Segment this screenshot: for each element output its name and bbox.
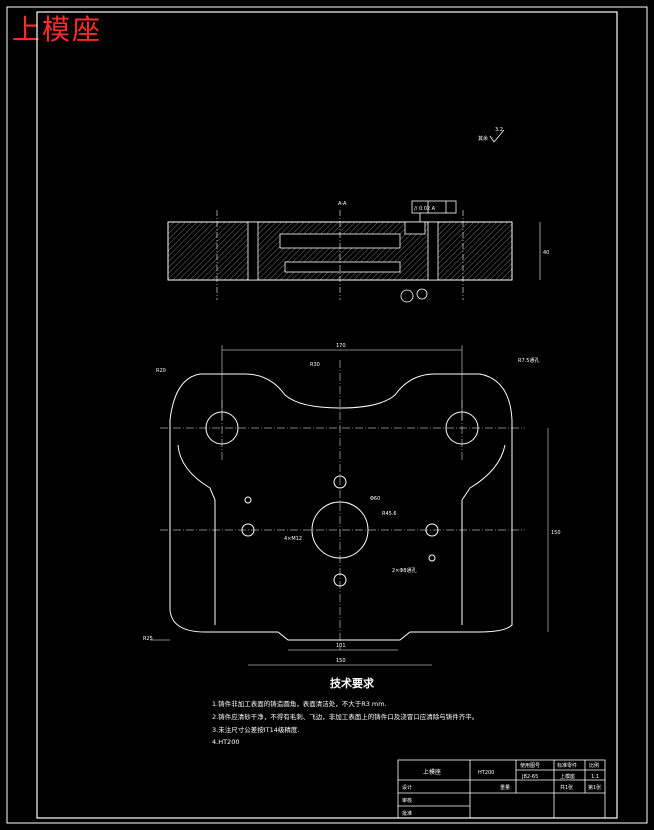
svg-text:// 0.02 A: // 0.02 A: [414, 206, 436, 212]
title-block: [397, 759, 606, 819]
dim-top-width: 170: [336, 343, 346, 349]
drawing-title: 上模座: [12, 13, 103, 46]
dim-radius-tl: R20: [156, 368, 166, 374]
dimension-lines: [150, 345, 549, 666]
tb-col3: 比例: [589, 762, 599, 769]
tech-line-3: 3.未注尺寸公差按IT14级精度.: [212, 725, 299, 734]
tb-approve: 批准: [402, 810, 412, 817]
datum-marker: [400, 289, 414, 303]
tb-weight: 重量: [500, 784, 510, 791]
plan-view: [169, 373, 513, 641]
section-view: 40: [167, 210, 549, 300]
tolerance-frame: // 0.02 A: [411, 200, 457, 222]
dim-bottom-width: 150: [336, 658, 346, 664]
dim-radius-bl: R25: [143, 636, 153, 642]
tb-check: 审核: [402, 797, 412, 804]
outer-border: [6, 6, 648, 824]
roughness-main: 3.2: [495, 127, 503, 133]
dim-thread: 4×M12: [284, 536, 302, 542]
dim-inner-radius: R45.6: [382, 511, 397, 517]
height-dim: 40: [543, 250, 549, 256]
dim-radius-tr: R7.5通孔: [518, 357, 539, 364]
dim-center-hole: Φ60: [370, 496, 380, 502]
tb-part-name: 上模座: [423, 768, 441, 776]
roughness-symbol: [489, 129, 505, 143]
dim-pin: 2×Φ8通孔: [392, 567, 417, 574]
tb-col2: 标准零件: [557, 762, 577, 769]
tb-sheets: 共1张: [560, 784, 573, 791]
tb-val1: JB2-65: [521, 774, 538, 780]
datum-marker-2: [416, 288, 428, 300]
surface-note: 其余: [478, 135, 488, 142]
tb-val2: 上模座: [560, 773, 575, 780]
tb-val3: 1:1: [591, 774, 599, 780]
tech-heading: 技术要求: [330, 676, 375, 690]
dim-height-right: 150: [551, 530, 561, 536]
dim-bottom-inner: 101: [336, 643, 346, 649]
tech-line-4: 4.HT200: [212, 738, 239, 746]
tb-design: 设计: [402, 784, 412, 791]
tb-col1: 使用图号: [520, 762, 540, 769]
inner-border: [36, 11, 618, 819]
tb-material: HT200: [478, 770, 494, 776]
section-mark: A-A: [338, 201, 347, 207]
tech-line-1: 1.铸件非加工表面的铸造圆角，表面清洁处，不大于R3 mm.: [212, 699, 387, 708]
dim-arc: R30: [310, 362, 320, 368]
tb-sheet-no: 第1张: [588, 784, 601, 791]
tech-line-2: 2.铸件应清砂干净，不得有毛刺、飞边，非加工表面上的铸件口及浇冒口应清除与铸件齐…: [212, 712, 478, 721]
